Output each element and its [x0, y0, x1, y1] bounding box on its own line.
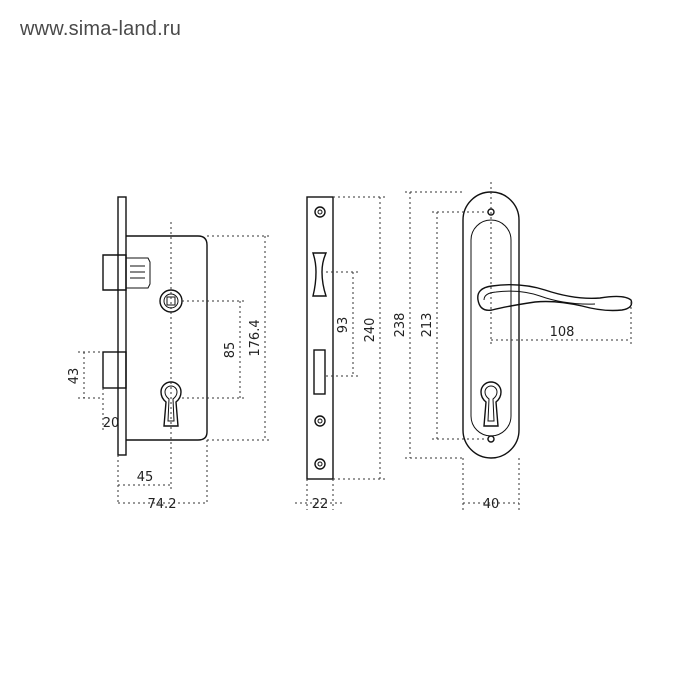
screw-hole-icon — [487, 435, 495, 443]
dim-lock-height: 176.4 — [248, 319, 263, 356]
handle-dimensions — [405, 182, 632, 510]
dim-keyhole-spacing: 85 — [223, 342, 238, 359]
dead-bolt — [102, 351, 127, 389]
dim-backset: 45 — [137, 470, 154, 485]
bolt-opening — [313, 349, 326, 395]
latch-bolt — [102, 254, 127, 291]
dim-body-depth: 74.2 — [148, 497, 177, 512]
dim-handle-plate-width: 40 — [483, 497, 500, 512]
dim-faceplate-length: 240 — [363, 318, 378, 343]
dim-latch-height: 43 — [67, 368, 82, 385]
screw-hole-icon — [314, 206, 326, 218]
lock-dimensions — [78, 222, 270, 505]
dim-faceplate-width: 22 — [312, 497, 329, 512]
screw-hole-icon — [314, 415, 326, 427]
lock-front-plate — [117, 196, 127, 456]
dim-bolt-depth: 20 — [103, 416, 120, 431]
faceplate-outline — [306, 196, 334, 480]
lever-handle — [477, 283, 633, 312]
dim-handle-length: 108 — [550, 325, 575, 340]
lock-case — [126, 235, 208, 441]
screw-hole-icon — [314, 458, 326, 470]
watermark-url: www.sima-land.ru — [20, 18, 182, 40]
strike-faceplate — [306, 196, 334, 480]
handle-plate — [462, 191, 633, 459]
dim-faceplate-spacing: 93 — [336, 317, 351, 334]
dim-handle-hole-spacing: 213 — [420, 313, 435, 338]
dim-handle-plate-length: 238 — [393, 313, 408, 338]
faceplate-dimensions — [295, 196, 385, 510]
keyhole-icon — [480, 381, 502, 427]
keyhole-icon — [160, 381, 182, 427]
latch-opening — [312, 252, 328, 297]
